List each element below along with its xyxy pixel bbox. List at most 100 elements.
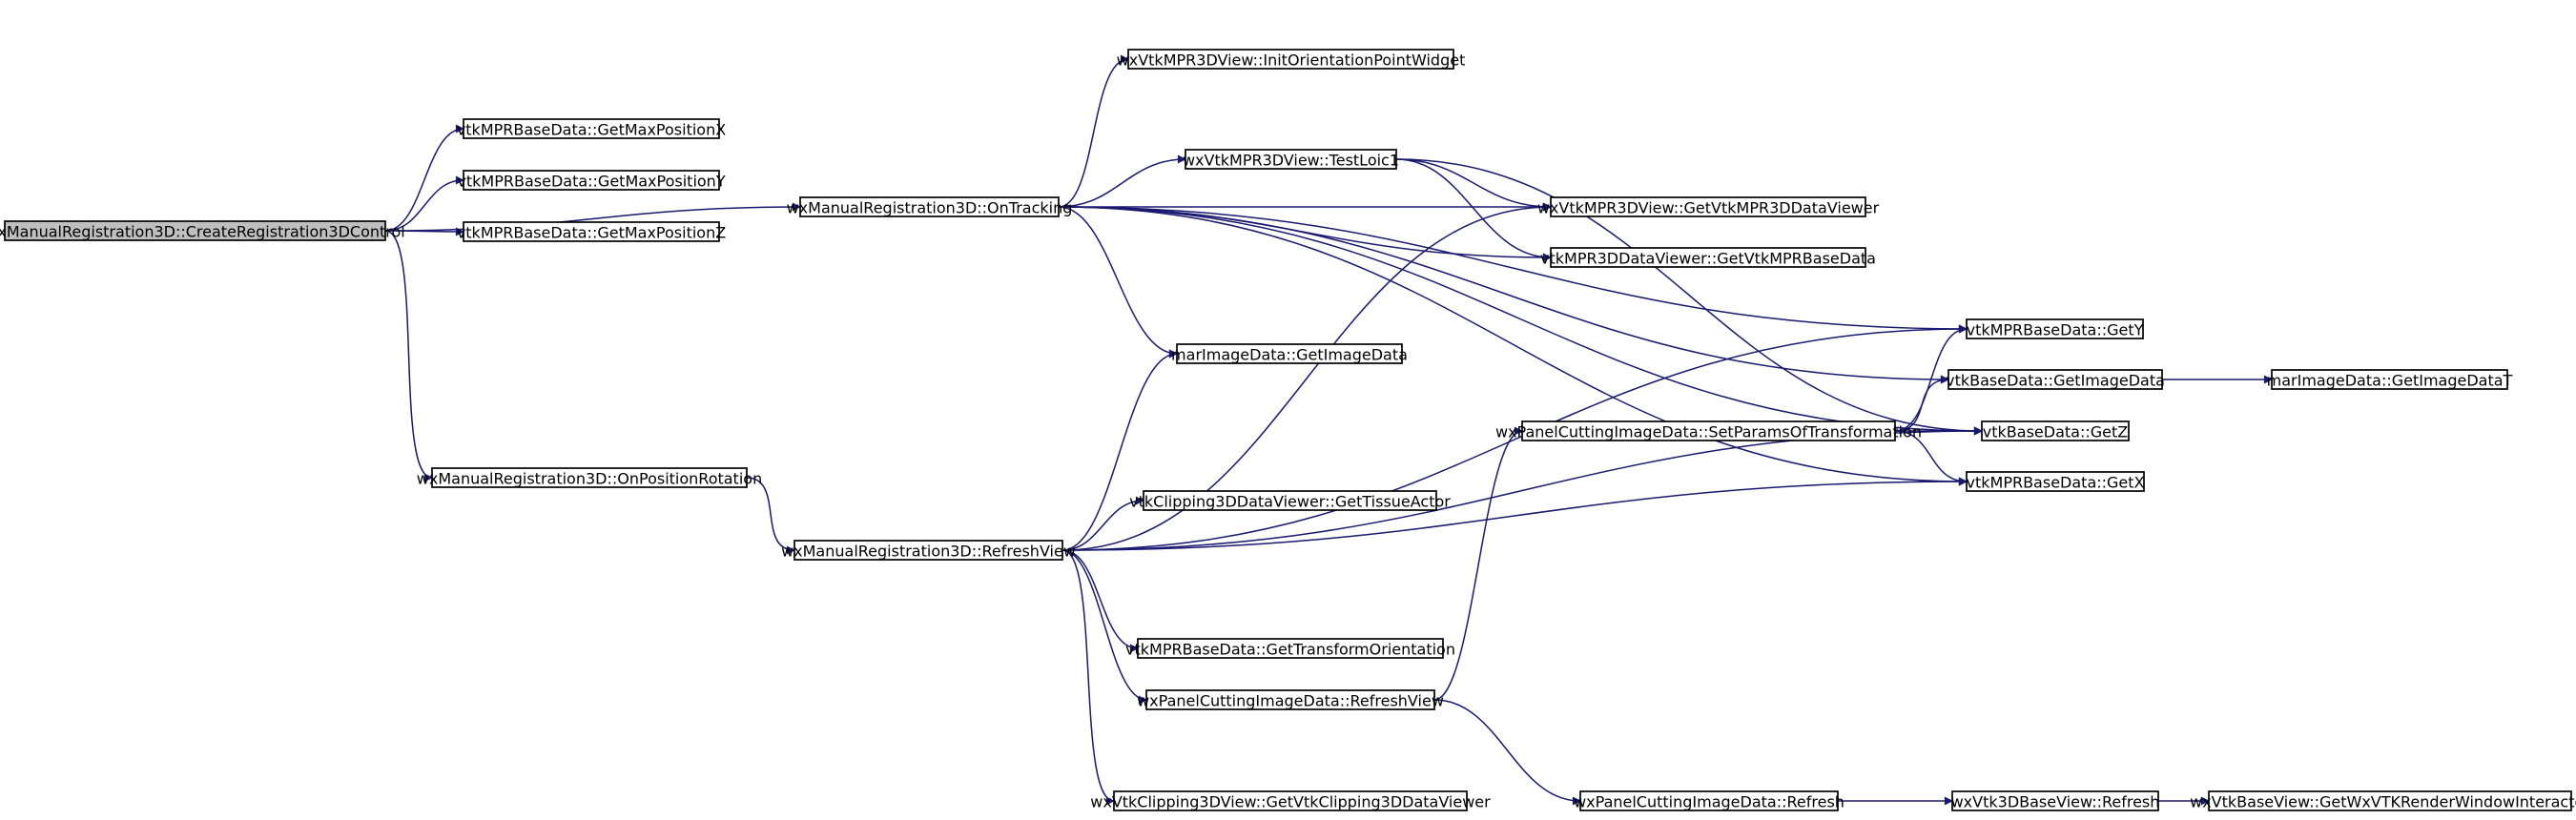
edge-n6-to-n10	[1061, 496, 1144, 551]
node-box	[2271, 369, 2508, 390]
edge-n8-to-n20	[1395, 158, 1983, 436]
node-box	[1127, 49, 1454, 70]
node-label: wxManualRegistration3D::CreateRegistrati…	[0, 223, 405, 241]
node-box	[1947, 369, 2163, 390]
graph-node-n6[interactable]: wxManualRegistration3D::RefreshView	[781, 540, 1076, 561]
node-box	[1113, 790, 1468, 811]
edge-n0-to-n2	[384, 175, 464, 232]
node-box	[1579, 790, 1839, 811]
node-box	[1981, 420, 2130, 441]
edge-n4-to-n20	[1058, 206, 1983, 436]
graph-node-n0[interactable]: wxManualRegistration3D::CreateRegistrati…	[0, 220, 405, 241]
edge-n8-to-n14	[1395, 158, 1552, 212]
edge-n6-to-n14	[1061, 202, 1552, 551]
graph-node-n16[interactable]: wxPanelCuttingImageData::SetParamsOfTran…	[1495, 420, 1922, 441]
node-label: wxVtkMPR3DView::GetVtkMPR3DDataViewer	[1537, 199, 1880, 217]
edge-n4-to-n21	[1058, 206, 1968, 486]
edge-n4-to-n8	[1058, 154, 1186, 208]
node-box	[463, 170, 720, 191]
node-label: vtkMPRBaseData::GetMaxPositionY	[457, 173, 725, 191]
graph-node-n22[interactable]: wxVtk3DBaseView::Refresh	[1951, 790, 2160, 811]
node-label: vtkBaseData::GetImageData	[1946, 372, 2165, 390]
edge-n8-to-n15	[1395, 158, 1552, 262]
graph-node-n4[interactable]: wxManualRegistration3D::OnTracking	[787, 196, 1073, 217]
node-label: marImageData::GetImageDataT	[2267, 372, 2513, 390]
edge-n4-to-n7	[1058, 54, 1129, 208]
edge-n4-to-n18	[1058, 206, 1968, 334]
edges-layer	[384, 54, 2273, 806]
edge-n6-to-n11	[1061, 549, 1139, 653]
node-label: wxPanelCuttingImageData::RefreshView	[1137, 692, 1444, 710]
node-box	[1176, 343, 1403, 364]
nodes-layer: wxManualRegistration3D::CreateRegistrati…	[0, 49, 2576, 811]
edge-n6-to-n12	[1061, 549, 1147, 705]
edge-n6-to-n13	[1061, 549, 1115, 806]
node-box	[1521, 420, 1896, 441]
node-label: vtkMPR3DDataViewer::GetVtkMPRBaseData	[1540, 250, 1876, 268]
node-box	[463, 118, 720, 139]
graph-node-n21[interactable]: vtkMPRBaseData::GetX	[1966, 471, 2145, 492]
graph-node-n1[interactable]: vtkMPRBaseData::GetMaxPositionX	[457, 118, 726, 139]
edge-n16-to-n21	[1894, 430, 1968, 486]
edge-n6-to-n9	[1061, 349, 1178, 551]
node-box	[463, 221, 720, 242]
graph-node-n3[interactable]: vtkMPRBaseData::GetMaxPositionZ	[457, 221, 726, 242]
graph-node-n19[interactable]: vtkBaseData::GetImageData	[1946, 369, 2165, 390]
edge-n4-to-n9	[1058, 206, 1178, 359]
node-box	[2208, 790, 2572, 811]
edge-n6-to-n18	[1061, 324, 1968, 551]
edge-n0-to-n1	[384, 124, 464, 232]
node-label: vtkMPRBaseData::GetMaxPositionZ	[457, 224, 726, 242]
graph-node-n11[interactable]: vtkMPRBaseData::GetTransformOrientation	[1125, 638, 1455, 659]
graph-node-n9[interactable]: marImageData::GetImageData	[1171, 343, 1408, 364]
graph-node-n14[interactable]: wxVtkMPR3DView::GetVtkMPR3DDataViewer	[1537, 196, 1880, 217]
edge-n4-to-n19	[1058, 206, 1949, 384]
node-label: vtkClipping3DDataViewer::GetTissueActor	[1129, 493, 1451, 511]
node-box	[793, 540, 1063, 561]
edge-n6-to-n21	[1061, 477, 1968, 551]
edge-n12-to-n17	[1433, 699, 1581, 806]
graph-node-n12[interactable]: wxPanelCuttingImageData::RefreshView	[1137, 689, 1444, 710]
node-box	[1550, 247, 1866, 268]
node-box	[4, 220, 386, 241]
node-label: wxManualRegistration3D::OnPositionRotati…	[417, 470, 762, 488]
graph-node-n18[interactable]: vtkMPRBaseData::GetY	[1966, 318, 2144, 339]
graph-node-n20[interactable]: vtkBaseData::GetZ	[1981, 420, 2130, 441]
graph-node-n17[interactable]: wxPanelCuttingImageData::Refresh	[1574, 790, 1844, 811]
node-label: wxManualRegistration3D::OnTracking	[787, 199, 1073, 217]
node-label: wxPanelCuttingImageData::SetParamsOfTran…	[1495, 423, 1922, 441]
node-box	[799, 196, 1060, 217]
node-label: wxVtk3DBaseView::Refresh	[1951, 793, 2160, 811]
node-label: wxPanelCuttingImageData::Refresh	[1574, 793, 1844, 811]
graph-node-n13[interactable]: wxVtkClipping3DView::GetVtkClipping3DDat…	[1090, 790, 1491, 811]
graph-node-n8[interactable]: wxVtkMPR3DView::TestLoic1	[1183, 149, 1399, 170]
graph-node-n15[interactable]: vtkMPR3DDataViewer::GetVtkMPRBaseData	[1540, 247, 1876, 268]
node-box	[1137, 638, 1444, 659]
node-box	[1550, 196, 1866, 217]
graph-node-n7[interactable]: wxVtkMPR3DView::InitOrientationPointWidg…	[1117, 49, 1466, 70]
node-label: vtkMPRBaseData::GetY	[1967, 321, 2144, 339]
edge-n12-to-n16	[1433, 426, 1523, 701]
graph-node-n23[interactable]: marImageData::GetImageDataT	[2267, 369, 2513, 390]
graph-node-n24[interactable]: wxVtkBaseView::GetWxVTKRenderWindowInter…	[2190, 790, 2576, 811]
node-label: vtkMPRBaseData::GetX	[1967, 474, 2145, 492]
node-label: vtkMPRBaseData::GetMaxPositionX	[457, 121, 726, 139]
node-label: wxVtkMPR3DView::TestLoic1	[1183, 152, 1399, 170]
node-label: marImageData::GetImageData	[1171, 346, 1408, 364]
graph-node-n2[interactable]: vtkMPRBaseData::GetMaxPositionY	[457, 170, 726, 191]
node-label: wxManualRegistration3D::RefreshView	[781, 543, 1076, 561]
node-box	[1966, 471, 2145, 492]
node-box	[1185, 149, 1397, 170]
edge-n0-to-n5	[384, 230, 433, 482]
node-box	[431, 467, 748, 488]
node-label: wxVtkMPR3DView::InitOrientationPointWidg…	[1117, 51, 1466, 70]
node-box	[1951, 790, 2159, 811]
node-box	[1145, 689, 1435, 710]
edge-n16-to-n19	[1894, 375, 1949, 432]
node-label: vtkBaseData::GetZ	[1983, 423, 2128, 441]
graph-node-n10[interactable]: vtkClipping3DDataViewer::GetTissueActor	[1129, 490, 1451, 511]
edge-n5-to-n6	[746, 477, 795, 555]
graph-node-n5[interactable]: wxManualRegistration3D::OnPositionRotati…	[417, 467, 762, 488]
edge-n0-to-n4	[384, 202, 801, 232]
